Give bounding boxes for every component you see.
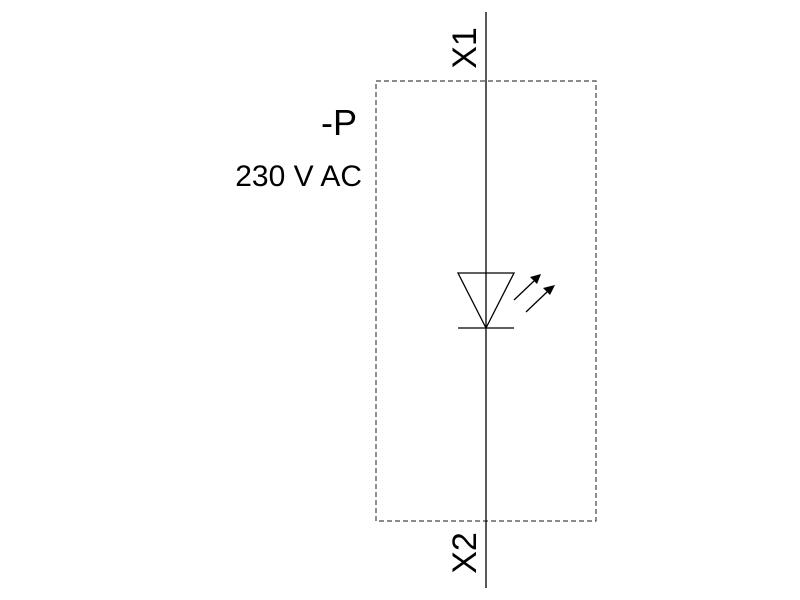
- light-emission-arrows: [513, 274, 555, 313]
- emission-arrow-1: [513, 280, 535, 301]
- terminal-top-label: X1: [446, 27, 484, 69]
- arrowhead-icon: [543, 285, 555, 295]
- terminal-bottom-label: X2: [446, 532, 484, 574]
- arrowhead-icon: [530, 274, 541, 284]
- led-icon: [456, 272, 555, 330]
- emission-arrow-2: [525, 291, 548, 313]
- device-reference-label: -P: [321, 102, 357, 143]
- diode-triangle: [456, 272, 516, 330]
- voltage-rating-label: 230 V AC: [235, 160, 362, 193]
